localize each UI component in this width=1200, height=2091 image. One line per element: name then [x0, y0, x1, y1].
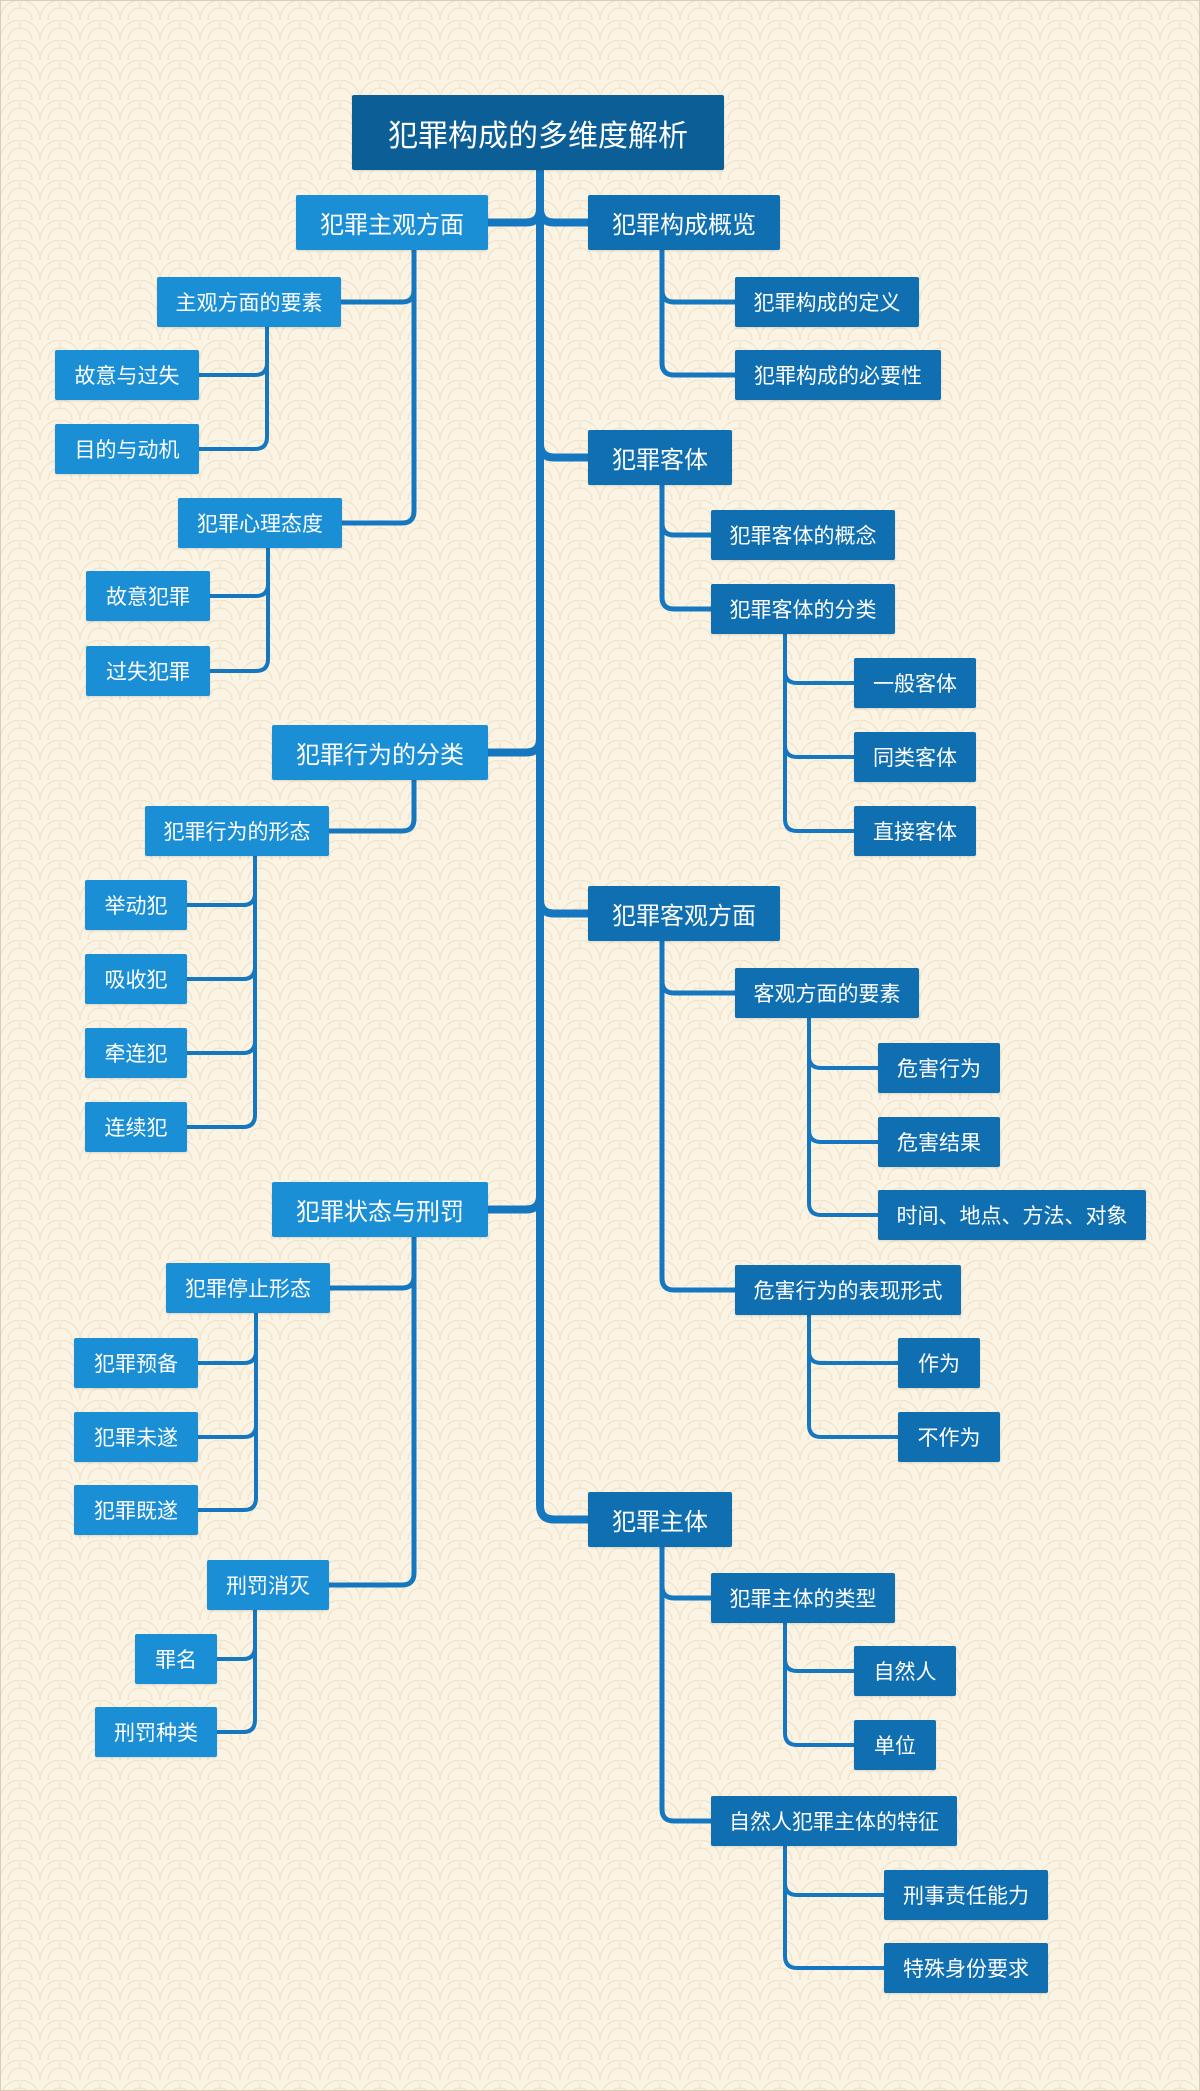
subtopic-natural-person-features[interactable]: 自然人犯罪主体的特征	[711, 1796, 957, 1846]
leaf-time-place-method-target[interactable]: 时间、地点、方法、对象	[878, 1190, 1146, 1240]
leaf-intent-negligence[interactable]: 故意与过失	[55, 350, 199, 400]
subtopic-definition[interactable]: 犯罪构成的定义	[735, 277, 919, 327]
leaf-penalty-types[interactable]: 刑罚种类	[95, 1707, 217, 1757]
topic-crime-object[interactable]: 犯罪客体	[588, 430, 732, 485]
subtopic-stop-forms[interactable]: 犯罪停止形态	[166, 1263, 330, 1313]
leaf-natural-person[interactable]: 自然人	[854, 1646, 956, 1696]
leaf-unit[interactable]: 单位	[854, 1720, 936, 1770]
leaf-omission[interactable]: 不作为	[898, 1412, 1000, 1462]
topic-act-classification[interactable]: 犯罪行为的分类	[272, 725, 488, 780]
subtopic-act-patterns[interactable]: 犯罪行为的形态	[145, 806, 329, 856]
leaf-behavior-offense[interactable]: 举动犯	[85, 880, 187, 930]
leaf-preparation[interactable]: 犯罪预备	[74, 1338, 198, 1388]
subtopic-subjective-elements[interactable]: 主观方面的要素	[157, 277, 341, 327]
leaf-special-identity[interactable]: 特殊身份要求	[884, 1943, 1048, 1993]
subtopic-penalty-extinction[interactable]: 刑罚消灭	[207, 1560, 329, 1610]
leaf-direct-object[interactable]: 直接客体	[854, 806, 976, 856]
leaf-charge-name[interactable]: 罪名	[135, 1634, 217, 1684]
topic-crime-subject[interactable]: 犯罪主体	[588, 1492, 732, 1547]
leaf-harmful-act[interactable]: 危害行为	[878, 1043, 1000, 1093]
subtopic-mental-attitude[interactable]: 犯罪心理态度	[178, 498, 342, 548]
leaf-criminal-capacity[interactable]: 刑事责任能力	[884, 1870, 1048, 1920]
leaf-purpose-motive[interactable]: 目的与动机	[55, 424, 199, 474]
topic-crime-state-penalty[interactable]: 犯罪状态与刑罚	[272, 1182, 488, 1237]
leaf-similar-object[interactable]: 同类客体	[854, 732, 976, 782]
root-topic[interactable]: 犯罪构成的多维度解析	[352, 95, 724, 170]
subtopic-object-concept[interactable]: 犯罪客体的概念	[711, 510, 895, 560]
topic-subjective-aspect[interactable]: 犯罪主观方面	[296, 195, 488, 250]
topic-objective-aspect[interactable]: 犯罪客观方面	[588, 886, 780, 941]
leaf-absorbed-offense[interactable]: 吸收犯	[85, 954, 187, 1004]
subtopic-necessity[interactable]: 犯罪构成的必要性	[735, 350, 941, 400]
leaf-attempt[interactable]: 犯罪未遂	[74, 1412, 198, 1462]
leaf-accomplished[interactable]: 犯罪既遂	[74, 1485, 198, 1535]
topic-overview[interactable]: 犯罪构成概览	[588, 195, 780, 250]
subtopic-objective-elements[interactable]: 客观方面的要素	[735, 968, 919, 1018]
leaf-harmful-result[interactable]: 危害结果	[878, 1117, 1000, 1167]
subtopic-subject-types[interactable]: 犯罪主体的类型	[711, 1573, 895, 1623]
leaf-continuous-offense[interactable]: 连续犯	[85, 1102, 187, 1152]
leaf-implicated-offense[interactable]: 牵连犯	[85, 1028, 187, 1078]
leaf-commission[interactable]: 作为	[898, 1338, 980, 1388]
subtopic-act-forms[interactable]: 危害行为的表现形式	[735, 1265, 961, 1315]
leaf-negligent-crime[interactable]: 过失犯罪	[86, 646, 210, 696]
leaf-intentional-crime[interactable]: 故意犯罪	[86, 571, 210, 621]
subtopic-object-classification[interactable]: 犯罪客体的分类	[711, 584, 895, 634]
leaf-general-object[interactable]: 一般客体	[854, 658, 976, 708]
